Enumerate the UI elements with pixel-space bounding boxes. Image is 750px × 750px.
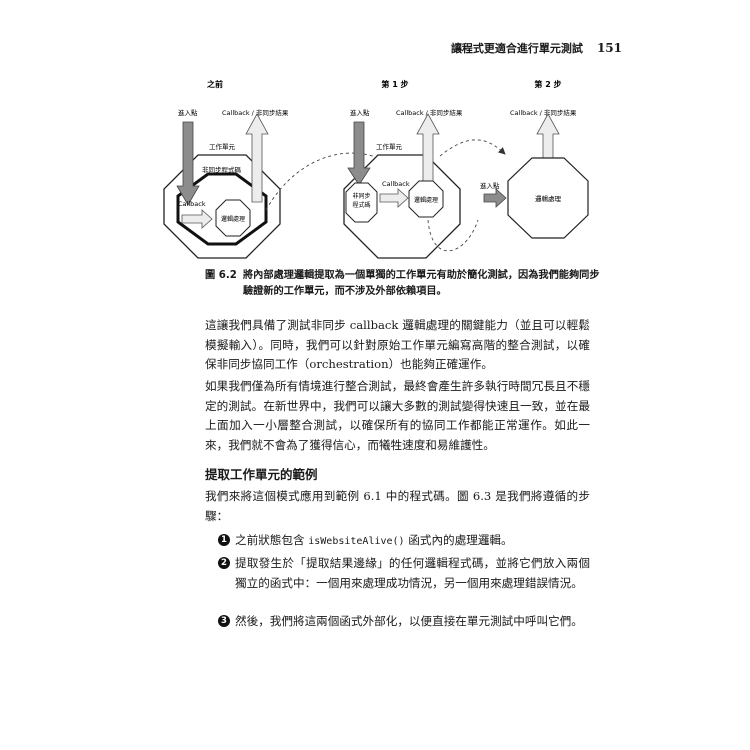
page-number: 151 [596, 41, 622, 55]
step-number-badge: 3 [218, 615, 230, 627]
p3-result-arrow-icon [536, 113, 560, 165]
p3-logic-octagon [507, 157, 589, 239]
step-number-badge: 1 [218, 534, 230, 546]
step-item: 2 提取發生於「提取結果邊緣」的任何邏輯程式碼，並將它們放入兩個獨立的函式中：一… [218, 554, 590, 593]
p1-callback-result-label: Callback / 非同步結果 [222, 108, 289, 117]
p1-logic-label: 邏輯處理 [221, 215, 245, 223]
p2-callback-result-label: Callback / 非同步結果 [396, 108, 463, 117]
figure-caption: 圖 6.2 將內部處理邏輯提取為一個單獨的工作單元有助於簡化測試，因為我們能夠同… [205, 268, 600, 300]
dashed-connector-step1-to-step2 [439, 139, 506, 157]
figure-caption-text: 將內部處理邏輯提取為一個單獨的工作單元有助於簡化測試，因為我們能夠同步驗證新的工… [243, 270, 600, 297]
p2-logic-label: 邏輯處理 [414, 196, 438, 204]
p2-callback-label: Callback [382, 180, 410, 188]
p1-entry-arrow-icon [176, 121, 200, 206]
p2-callback-arrow-icon [379, 188, 409, 208]
p3-callback-result-label: Callback / 非同步結果 [510, 108, 577, 117]
body-paragraph: 如果我們僅為所有情境進行整合測試，最終會產生許多執行時間冗長且不穩定的測試。在新… [205, 379, 590, 452]
step-text-after: 函式內的處理邏輯。 [404, 533, 513, 547]
p1-work-unit-label: 工作單元 [209, 142, 236, 151]
step-text: 然後，我們將這兩個函式外部化，以便直接在單元測試中呼叫它們。 [235, 614, 583, 628]
step-item: 3 然後，我們將這兩個函式外部化，以便直接在單元測試中呼叫它們。 [218, 612, 590, 632]
p2-async-code-label-line1: 非同步 [352, 192, 370, 200]
panel-title-step1: 第 1 步 [381, 79, 408, 89]
figure-6-2-diagram: 之前 第 1 步 第 2 步 進入點 Callback / 非同步結果 工作單元… [163, 79, 589, 259]
step-code: isWebsiteAlive() [308, 536, 405, 547]
p1-entry-label: 進入點 [178, 108, 198, 117]
p2-work-unit-label: 工作單元 [376, 142, 403, 151]
running-head-title: 讓程式更適合進行單元測試 [450, 42, 583, 55]
p2-async-code-octagon [345, 182, 378, 223]
running-head: 讓程式更適合進行單元測試 151 [451, 40, 622, 56]
p1-result-arrow-icon [245, 113, 269, 203]
p1-async-code-label: 非同步程式碼 [202, 165, 242, 174]
step-item: 1 之前狀態包含 isWebsiteAlive() 函式內的處理邏輯。 [218, 531, 590, 552]
step-number-badge: 2 [218, 557, 230, 569]
p1-logic-octagon [215, 199, 251, 237]
p1-callback-label: Callback [178, 200, 206, 208]
step-text-before: 之前狀態包含 [235, 533, 309, 547]
p3-entry-label: 進入點 [480, 181, 500, 190]
p1-callback-arrow-icon [181, 209, 213, 229]
step-text: 之前狀態包含 isWebsiteAlive() 函式內的處理邏輯。 [218, 531, 590, 552]
p2-logic-octagon [408, 180, 444, 218]
panel-title-before: 之前 [207, 79, 223, 89]
intro-paragraph: 我們來將這個模式應用到範例 6.1 中的程式碼。圖 6.3 是我們將遵循的步驟： [205, 489, 590, 523]
section-heading: 提取工作單元的範例 [205, 467, 318, 482]
step-text: 提取發生於「提取結果邊緣」的任何邏輯程式碼，並將它們放入兩個獨立的函式中：一個用… [235, 556, 590, 590]
p3-entry-arrow-icon [483, 188, 507, 208]
p2-async-code-label-line2: 程式碼 [352, 201, 370, 209]
p3-logic-label: 邏輯處理 [535, 194, 562, 203]
dashed-connector-logic-to-entry [427, 219, 479, 252]
panel-title-step2: 第 2 步 [534, 79, 561, 89]
body-paragraph: 這讓我們具備了測試非同步 callback 邏輯處理的關鍵能力（並且可以輕鬆模擬… [205, 318, 590, 371]
p2-result-arrow-icon [416, 113, 440, 183]
figure-caption-label: 圖 6.2 [205, 270, 237, 281]
p2-entry-arrow-icon [347, 121, 371, 186]
p2-entry-label: 進入點 [350, 108, 370, 117]
